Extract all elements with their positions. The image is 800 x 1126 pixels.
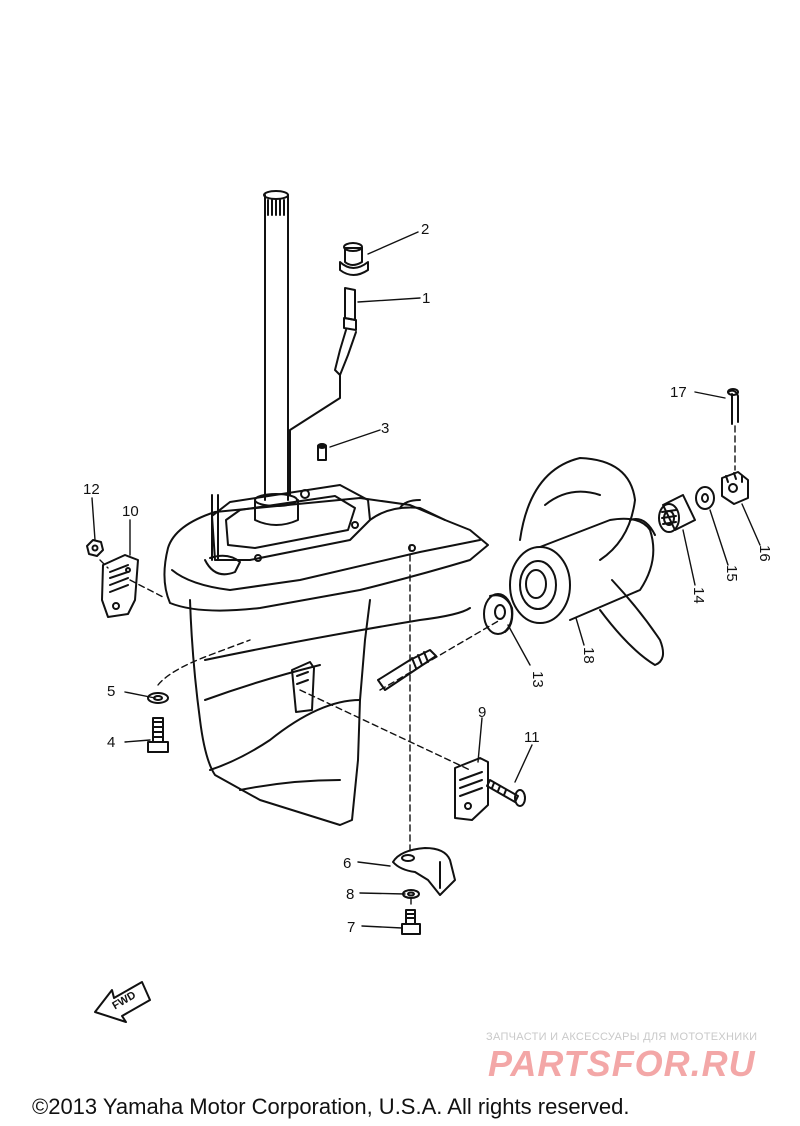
watermark-tagline: ЗАПЧАСТИ И АКСЕССУАРЫ ДЛЯ МОТОТЕХНИКИ	[486, 1031, 758, 1043]
watermark-logo: PARTSFOR.RU	[488, 1043, 756, 1084]
callout-18: 18	[580, 647, 597, 664]
fwd-arrow: FWD	[94, 981, 151, 1023]
spacer	[658, 494, 696, 533]
nut	[86, 539, 104, 557]
lower-casing	[163, 484, 489, 826]
callout-5: 5	[107, 683, 115, 700]
callout-7: 7	[347, 919, 355, 936]
callout-14: 14	[690, 587, 707, 604]
copyright-notice: ©2013 Yamaha Motor Corporation, U.S.A. A…	[32, 1094, 630, 1119]
anode-cover	[101, 554, 139, 618]
water-tube	[204, 494, 241, 576]
callout-11: 11	[524, 729, 540, 746]
callout-8: 8	[346, 886, 354, 903]
callout-1: 1	[422, 290, 430, 307]
anode-plate	[454, 757, 489, 821]
drive-shaft	[254, 190, 299, 526]
propeller-shaft	[377, 649, 437, 691]
propeller	[509, 457, 665, 666]
callout-labels: 1 2 3 4 5 6 7 8 9 10 11 12 13 14 15 16 1…	[83, 221, 773, 936]
thrust-washer	[483, 593, 514, 635]
callout-15: 15	[723, 565, 740, 582]
washer-15	[695, 486, 715, 510]
bolt-4	[147, 717, 169, 753]
washer-5	[147, 692, 169, 704]
shift-rod	[289, 287, 357, 496]
leader-lines	[91, 231, 761, 929]
callout-12: 12	[83, 481, 100, 498]
dowel-pin	[317, 443, 327, 461]
callout-2: 2	[421, 221, 429, 238]
grommet	[339, 242, 369, 276]
callout-13: 13	[529, 671, 546, 688]
screw-11	[486, 779, 526, 807]
callout-16: 16	[756, 545, 773, 562]
callout-4: 4	[107, 734, 115, 751]
assembly-lines	[99, 425, 736, 909]
cotter-pin	[727, 388, 739, 425]
bolt-7	[401, 909, 421, 935]
callout-6: 6	[343, 855, 351, 872]
anode-slot	[291, 661, 315, 713]
callout-10: 10	[122, 503, 139, 520]
callout-17: 17	[670, 384, 687, 401]
trim-tab	[392, 847, 456, 896]
callout-3: 3	[381, 420, 389, 437]
castle-nut	[721, 471, 749, 505]
callout-9: 9	[478, 704, 486, 721]
